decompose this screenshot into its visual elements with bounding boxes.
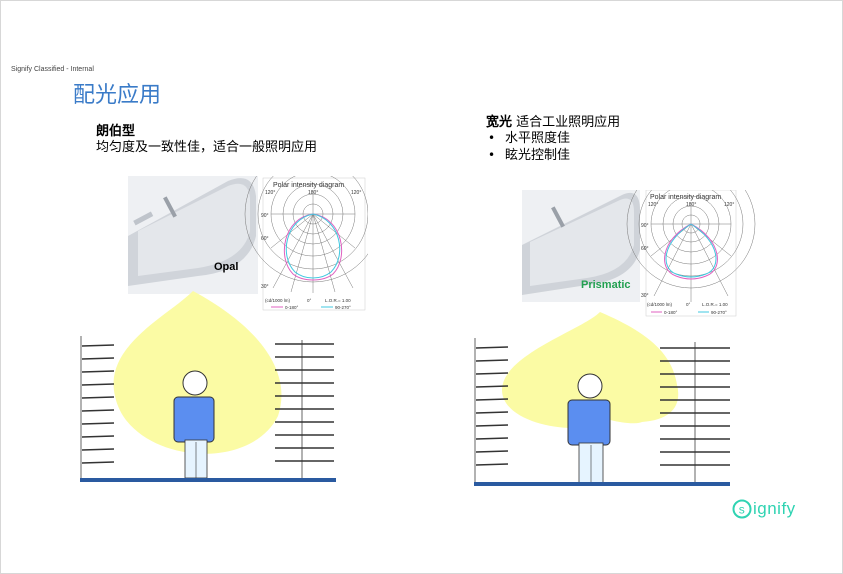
right-angle-top-r: 120° <box>724 202 734 208</box>
right-heading-rest: 适合工业照明应用 <box>512 115 621 130</box>
prismatic-label: Prismatic <box>581 279 631 291</box>
left-person <box>173 370 215 479</box>
left-footer-units: (cd/1000 lm) <box>265 298 291 303</box>
left-heading: 朗伯型 <box>96 124 136 139</box>
right-footer-zero: 0° <box>686 302 691 307</box>
left-floor <box>80 478 336 482</box>
left-footer-lor: L.O.R.= 1.00 <box>325 298 351 303</box>
right-polar-title: Polar intensity diagram <box>650 194 721 201</box>
left-panel: Opal Polar intensity diagram 120° 180° 1… <box>80 176 368 482</box>
right-rack-left <box>474 338 509 484</box>
left-angle-90: 90° <box>261 213 269 219</box>
left-angle-30: 30° <box>261 284 269 290</box>
right-footer-units: (cd/1000 lm) <box>647 302 673 307</box>
left-polar-title: Polar intensity diagram <box>273 182 344 189</box>
opal-label: Opal <box>214 261 238 273</box>
left-polar-diagram: Polar intensity diagram 120° 180° 120° 9… <box>244 176 368 311</box>
bullet-dot-2: • <box>488 148 496 162</box>
left-rack-left <box>80 336 115 478</box>
right-polar-diagram: Polar intensity diagram 120° 180° 120° 9… <box>626 190 756 317</box>
right-bullet-1: 水平照度佳 <box>505 131 571 146</box>
right-footer-lor: L.O.R.= 1.00 <box>702 302 728 307</box>
opal-fixture-image <box>128 176 258 294</box>
right-beam <box>502 312 679 428</box>
right-floor <box>474 482 730 486</box>
right-heading: 宽光 适合工业照明应用 <box>486 114 620 131</box>
page-title: 配光应用 <box>73 83 162 108</box>
right-person <box>567 373 611 484</box>
right-legend-b: 90-270° <box>711 310 727 315</box>
right-rack-right <box>660 342 730 486</box>
right-angle-90: 90° <box>641 223 649 229</box>
right-heading-bold: 宽光 <box>486 115 513 130</box>
signify-logo: s ignify <box>732 497 816 526</box>
right-angle-top-l: 120° <box>648 202 658 208</box>
bullet-dot-1: • <box>488 131 496 145</box>
left-angle-top-l: 120° <box>265 190 275 196</box>
left-angle-60: 60° <box>261 236 269 242</box>
logo-wordmark: ignify <box>753 499 796 518</box>
left-legend-a: 0-180° <box>285 305 299 310</box>
left-footer-zero: 0° <box>307 298 312 303</box>
right-bullet-2: 眩光控制佳 <box>505 148 571 163</box>
right-angle-60: 60° <box>641 246 649 252</box>
left-rack-right <box>275 340 334 482</box>
right-angle-30: 30° <box>641 293 649 299</box>
left-angle-top-r: 120° <box>351 190 361 196</box>
left-description: 均匀度及一致性佳，适合一般照明应用 <box>96 140 318 155</box>
right-panel: Prismatic Polar intensity diagram 120° 1… <box>474 190 756 486</box>
classification-label: Signify Classified - Internal <box>11 66 94 73</box>
left-legend-b: 90-270° <box>335 305 351 310</box>
right-legend-a: 0-180° <box>664 310 678 315</box>
signify-logo-mark: s ignify <box>732 499 796 519</box>
logo-s-glyph: s <box>739 503 746 517</box>
prismatic-fixture-image <box>522 190 640 302</box>
